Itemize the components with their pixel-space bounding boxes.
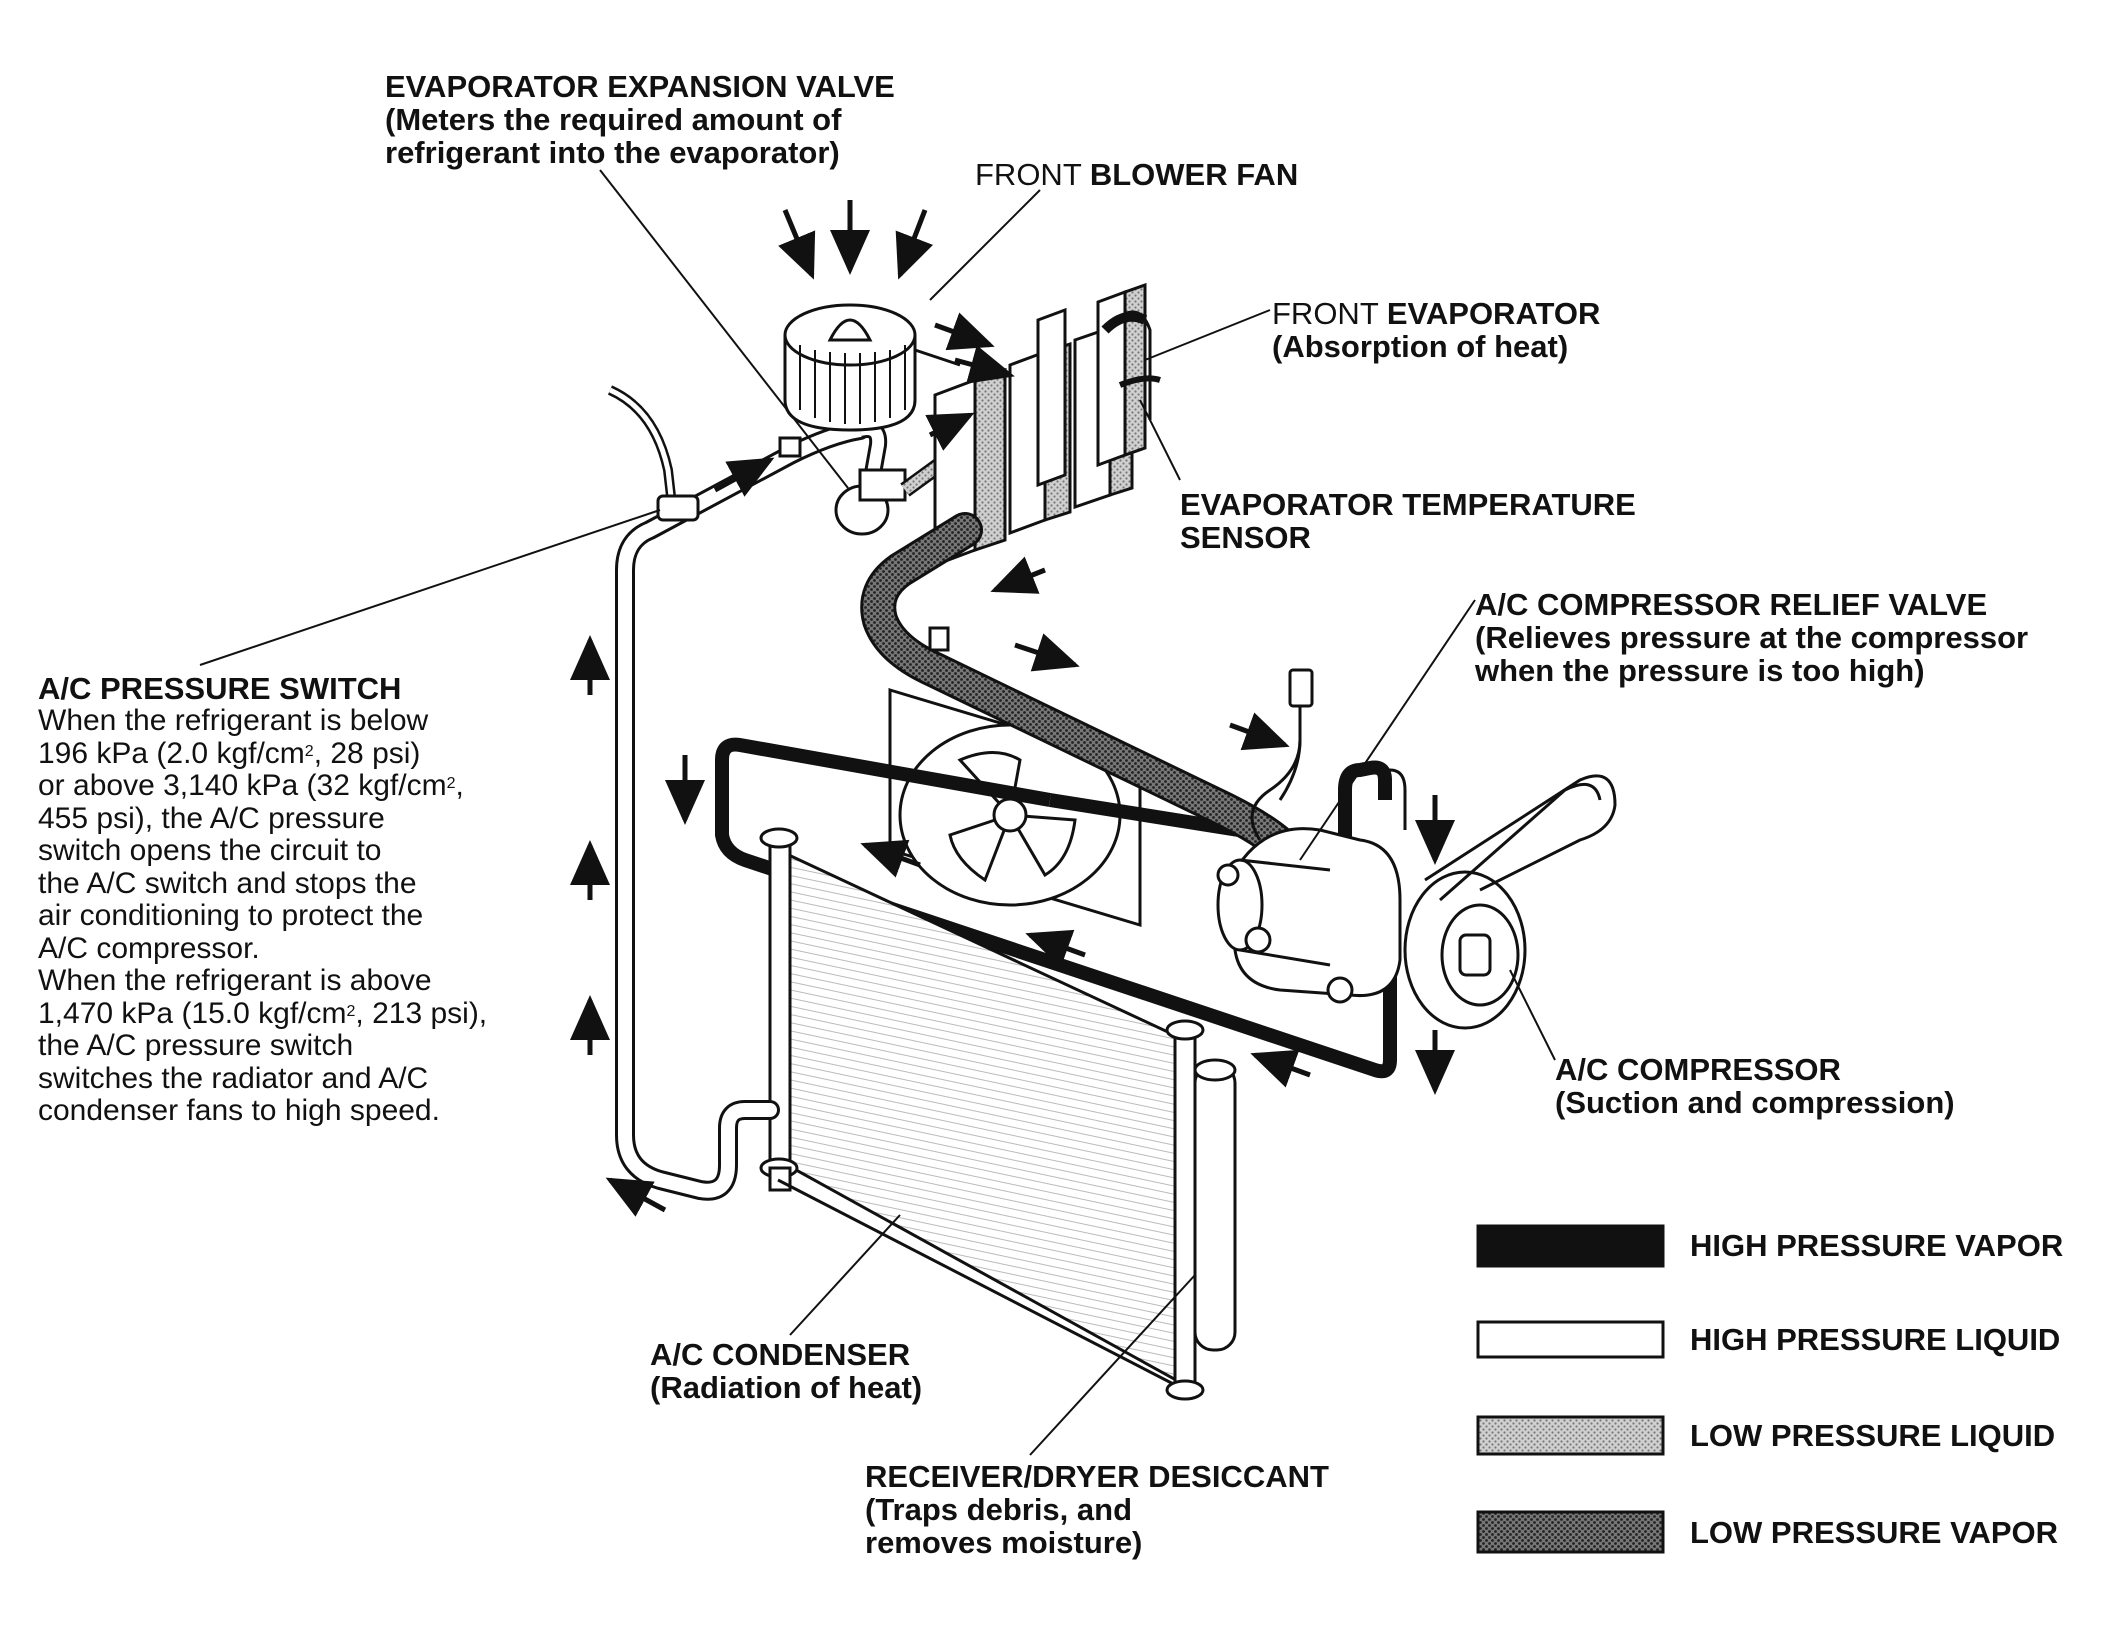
label-expansion-valve: EVAPORATOR EXPANSION VALVE (Meters the r… bbox=[385, 70, 895, 169]
label-receiver-dryer: RECEIVER/DRYER DESICCANT (Traps debris, … bbox=[865, 1460, 1329, 1559]
legend-label-high-pressure-liquid: HIGH PRESSURE LIQUID bbox=[1690, 1322, 2061, 1357]
legend-swatch-high-pressure-vapor bbox=[1476, 1224, 1665, 1268]
condenser-title: A/C CONDENSER bbox=[650, 1337, 911, 1372]
compressor bbox=[1216, 668, 1617, 1030]
blower-fan-title: BLOWER FAN bbox=[1089, 157, 1299, 192]
condenser-desc: (Radiation of heat) bbox=[650, 1370, 923, 1405]
label-pressure-switch: A/C PRESSURE SWITCH When the refrigerant… bbox=[38, 672, 487, 1128]
label-temp-sensor: EVAPORATOR TEMPERATURE SENSOR bbox=[1180, 488, 1636, 554]
receiver-title: RECEIVER/DRYER DESICCANT bbox=[865, 1459, 1329, 1494]
pressure-switch-line-2: 196 kPa (2.0 kgf/cm2, 28 psi) bbox=[38, 736, 421, 770]
pressure-switch-line-1: When the refrigerant is below bbox=[38, 704, 429, 737]
pressure-switch-line-10: 1,470 kPa (15.0 kgf/cm2, 213 psi), bbox=[38, 996, 488, 1030]
front-evaporator-title: EVAPORATOR bbox=[1386, 296, 1601, 331]
pressure-switch-title: A/C PRESSURE SWITCH bbox=[38, 671, 402, 706]
legend-swatch-low-pressure-liquid bbox=[1476, 1415, 1665, 1456]
receiver-dryer bbox=[1193, 1058, 1237, 1352]
pressure-switch-line-7: air conditioning to protect the bbox=[38, 899, 424, 932]
compressor-title: A/C COMPRESSOR bbox=[1555, 1052, 1841, 1087]
expansion-valve-desc-2: refrigerant into the evaporator) bbox=[385, 135, 840, 170]
pressure-switch-line-9: When the refrigerant is above bbox=[38, 964, 432, 997]
front-evaporator-prefix: FRONT bbox=[1272, 296, 1379, 331]
relief-valve-desc-2: when the pressure is too high) bbox=[1475, 653, 1925, 688]
pressure-switch-line-13: condenser fans to high speed. bbox=[38, 1094, 440, 1127]
legend-label-low-pressure-vapor: LOW PRESSURE VAPOR bbox=[1690, 1515, 2059, 1550]
label-relief-valve: A/C COMPRESSOR RELIEF VALVE (Relieves pr… bbox=[1475, 588, 2028, 687]
relief-valve-title: A/C COMPRESSOR RELIEF VALVE bbox=[1475, 587, 1988, 622]
condenser bbox=[759, 827, 1205, 1401]
pressure-switch-line-12: switches the radiator and A/C bbox=[38, 1061, 429, 1095]
label-condenser: A/C CONDENSER (Radiation of heat) bbox=[650, 1338, 922, 1404]
label-blower-fan: FRONT BLOWER FAN bbox=[975, 158, 1298, 191]
legend-swatches bbox=[1476, 1224, 1665, 1554]
receiver-desc-1: (Traps debris, and bbox=[865, 1492, 1133, 1527]
relief-valve-desc-1: (Relieves pressure at the compressor bbox=[1475, 620, 2029, 655]
pressure-switch-line-4: 455 psi), the A/C pressure bbox=[38, 801, 385, 835]
leader-lines bbox=[199, 169, 1556, 1456]
low-pressure-vapor-line bbox=[860, 512, 1308, 873]
flow-arrows bbox=[570, 200, 1455, 1217]
receiver-desc-2: removes moisture) bbox=[865, 1525, 1143, 1560]
expansion-valve-desc-1: (Meters the required amount of bbox=[385, 102, 842, 137]
legend-swatch-low-pressure-vapor bbox=[1476, 1510, 1665, 1554]
pressure-switch-line-3: or above 3,140 kPa (32 kgf/cm2, bbox=[38, 769, 464, 802]
pressure-switch-line-8: A/C compressor. bbox=[38, 931, 260, 965]
label-front-evaporator: FRONT EVAPORATOR (Absorption of heat) bbox=[1272, 297, 1600, 363]
legend-label-high-pressure-vapor: HIGH PRESSURE VAPOR bbox=[1690, 1228, 2064, 1263]
compressor-desc: (Suction and compression) bbox=[1555, 1085, 1955, 1120]
temp-sensor-line-1: EVAPORATOR TEMPERATURE bbox=[1180, 487, 1636, 522]
pressure-switch-line-5: switch opens the circuit to bbox=[38, 834, 382, 867]
label-compressor: A/C COMPRESSOR (Suction and compression) bbox=[1555, 1053, 1955, 1119]
legend-swatch-high-pressure-liquid bbox=[1476, 1320, 1665, 1359]
temp-sensor-line-2: SENSOR bbox=[1180, 520, 1311, 555]
legend-label-low-pressure-liquid: LOW PRESSURE LIQUID bbox=[1690, 1418, 2056, 1453]
expansion-valve-title: EVAPORATOR EXPANSION VALVE bbox=[385, 69, 895, 104]
front-blower-fan bbox=[783, 303, 961, 432]
pressure-switch-line-6: the A/C switch and stops the bbox=[38, 866, 417, 900]
front-evaporator-desc: (Absorption of heat) bbox=[1272, 329, 1569, 364]
pressure-switch-line-11: the A/C pressure switch bbox=[38, 1029, 354, 1062]
blower-fan-prefix: FRONT bbox=[975, 157, 1082, 192]
